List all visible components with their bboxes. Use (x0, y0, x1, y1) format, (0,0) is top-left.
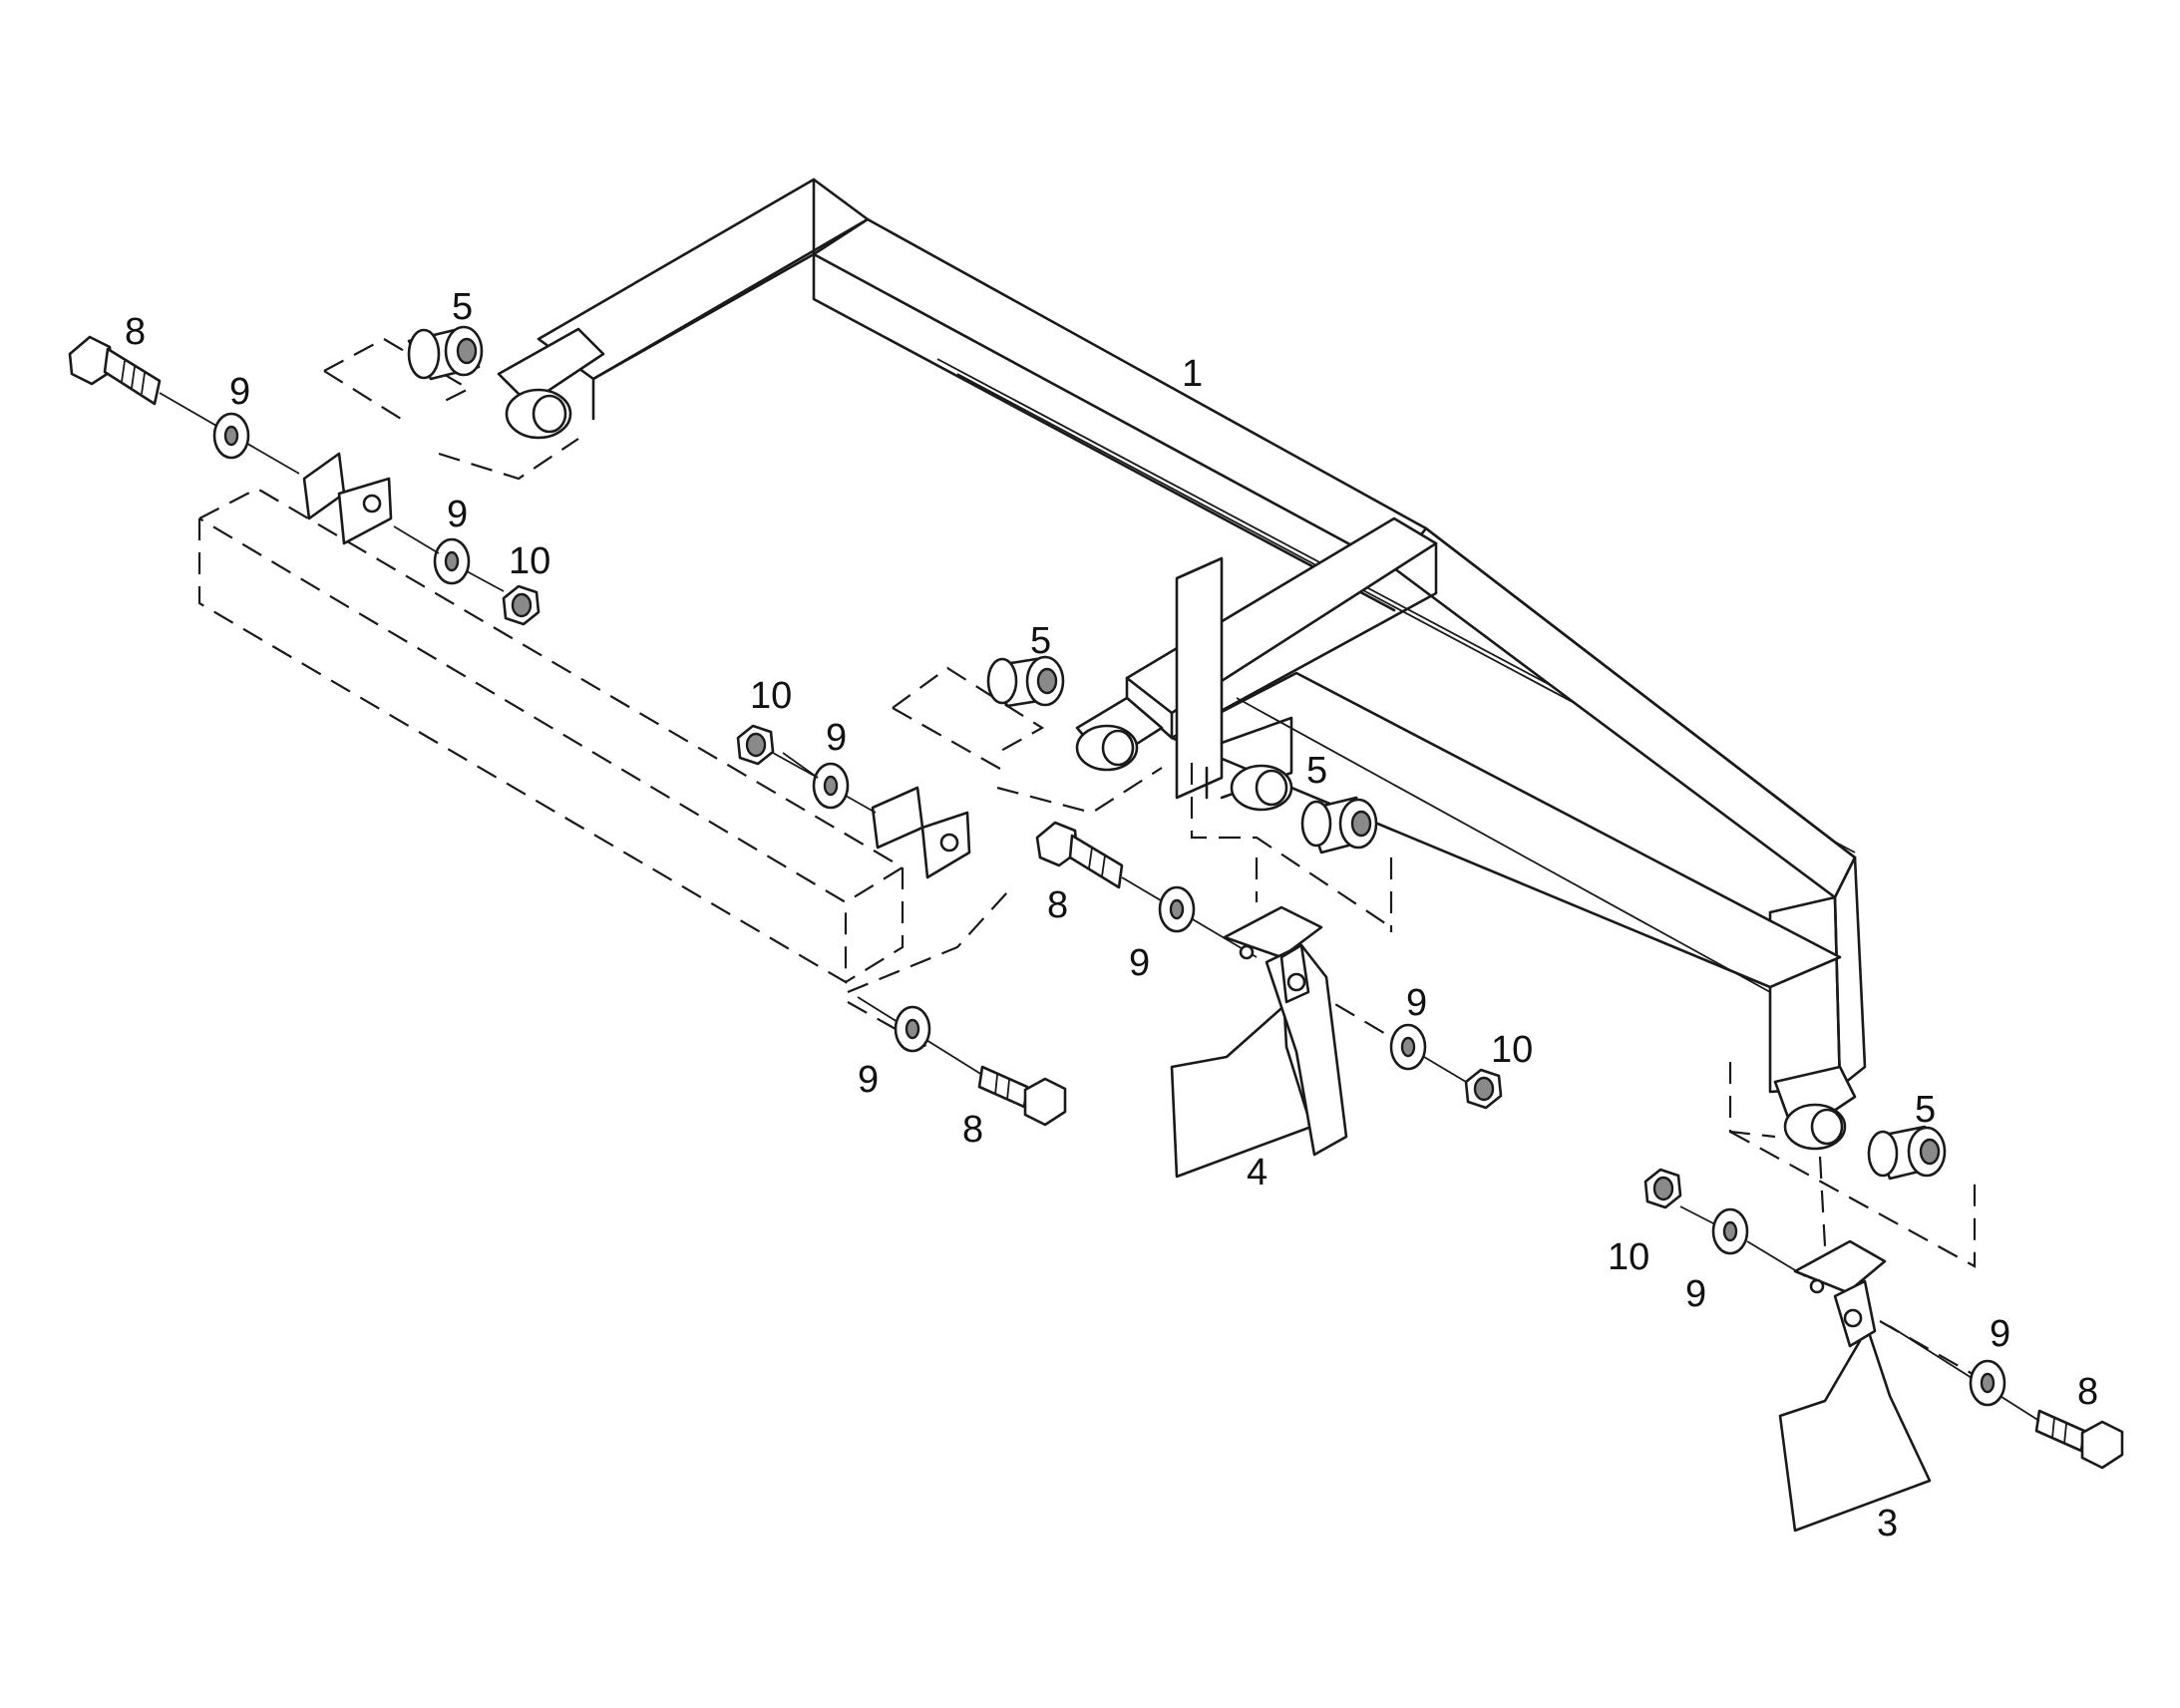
bushing-part-5-c (1300, 796, 1378, 854)
callout-part-9: 9 (1406, 982, 1427, 1024)
nut-part-10-c (1464, 1068, 1503, 1110)
bushing-part-5-a (407, 325, 484, 381)
callout-part-9: 9 (1990, 1313, 2010, 1355)
skid-plate-part-4 (1170, 905, 1348, 1179)
callout-part-9: 9 (1685, 1273, 1706, 1315)
callout-part-5: 5 (1915, 1089, 1936, 1131)
frame-eye-middle (1075, 696, 1164, 772)
callout-part-10: 10 (1491, 1029, 1533, 1071)
washer-part-9-e (894, 1005, 931, 1053)
callout-part-9: 9 (858, 1059, 879, 1101)
callout-part-5: 5 (452, 286, 473, 328)
beam-clamp-left (302, 452, 393, 545)
bushing-part-5-d (1867, 1125, 1947, 1181)
nut-part-10-a (502, 584, 541, 626)
callout-part-8: 8 (125, 311, 146, 353)
beam-clamp-right (871, 786, 971, 879)
callout-part-9: 9 (447, 494, 468, 535)
callout-part-1: 1 (1182, 353, 1203, 395)
callout-part-8: 8 (1047, 884, 1068, 926)
bolt-part-8-a (68, 335, 300, 475)
callout-part-9: 9 (229, 371, 250, 413)
washer-part-9-h (1879, 1320, 2006, 1407)
washer-part-9-g (1679, 1205, 1806, 1277)
phantom-beam (197, 337, 1977, 1268)
frame-eye-center-leg (1230, 764, 1293, 812)
washer-part-9-f (1305, 986, 1467, 1083)
bolt-part-8-b (1035, 821, 1258, 958)
nut-part-10-b (736, 724, 819, 779)
callout-part-5: 5 (1306, 750, 1327, 792)
frame-eye-right (1773, 1065, 1857, 1151)
callout-part-10: 10 (1608, 1236, 1649, 1278)
callout-labels: 1 3 4 5 5 5 5 8 8 8 8 9 9 9 9 9 9 9 9 10… (125, 286, 2098, 1544)
skid-plate-part-3 (1778, 1239, 1932, 1533)
bushing-part-5-b (986, 655, 1065, 708)
washer-part-9-d (1158, 885, 1196, 933)
callout-part-10: 10 (509, 540, 550, 582)
callout-part-5: 5 (1030, 620, 1051, 662)
callout-part-4: 4 (1247, 1152, 1268, 1194)
frame-eye-left (497, 327, 605, 440)
callout-part-9: 9 (1129, 942, 1150, 984)
frame-part-1 (497, 177, 1867, 1151)
callout-part-3: 3 (1877, 1503, 1898, 1544)
callout-part-10: 10 (750, 675, 792, 717)
nut-part-10-d (1643, 1168, 1682, 1209)
callout-part-9: 9 (826, 717, 847, 759)
callout-part-8: 8 (2077, 1371, 2098, 1413)
washer-part-9-b (393, 525, 505, 592)
washer-part-9-a (212, 412, 250, 460)
bolt-part-8-c (857, 996, 1067, 1127)
washer-part-9-c (782, 752, 877, 814)
callout-part-8: 8 (962, 1109, 983, 1151)
